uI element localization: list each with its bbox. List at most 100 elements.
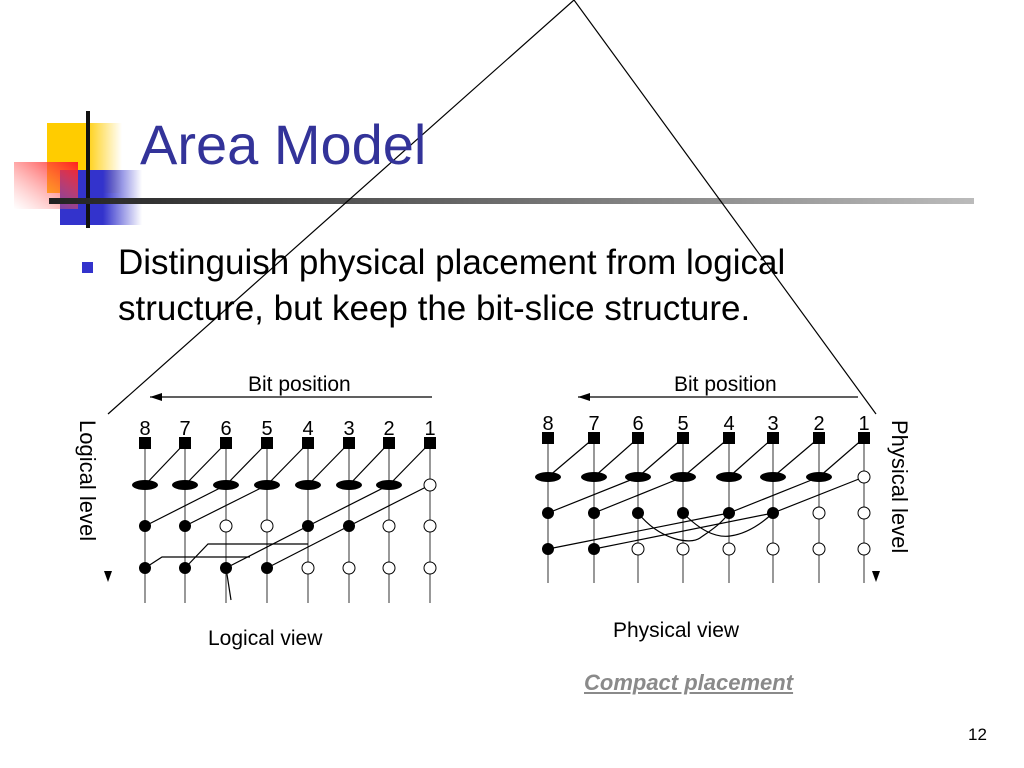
physical-bit-number: 8 [542, 413, 553, 435]
compact-placement-link[interactable]: Compact placement [584, 670, 794, 695]
physical-wire [547, 476, 639, 514]
page-number: 12 [968, 725, 987, 744]
logical-wire [184, 442, 227, 486]
title-underline [49, 198, 974, 204]
physical-wire [728, 437, 774, 478]
logical-adder-node [132, 480, 158, 490]
physical-wire [547, 512, 730, 550]
physical-filled-node [542, 507, 554, 519]
logical-bit-position-label: Bit position [248, 373, 351, 396]
physical-filled-node [677, 507, 689, 519]
logical-adder-node [376, 480, 402, 490]
physical-wire [637, 437, 684, 478]
logical-filled-node [343, 520, 355, 532]
bullet-text: Distinguish physical placement from logi… [118, 243, 786, 328]
logical-filled-node [220, 562, 232, 574]
logical-filled-node [139, 520, 151, 532]
physical-empty-node [676, 542, 690, 556]
undefined [573, 0, 877, 415]
physical-curved-wire [682, 512, 774, 537]
logical-empty-node [382, 519, 396, 533]
physical-wire [547, 437, 595, 478]
physical-empty-node [857, 470, 871, 484]
logical-empty-node [423, 519, 437, 533]
physical-wire [728, 476, 820, 514]
page-title: Area Model [140, 113, 427, 176]
physical-wire [818, 437, 865, 478]
logical-adder-node [295, 480, 321, 490]
physical-wire [682, 437, 730, 478]
logical-filled-node [179, 520, 191, 532]
logical-wire [184, 543, 308, 569]
logical-wire [144, 484, 227, 527]
physical-adder-node [625, 472, 651, 482]
logical-wire [144, 556, 250, 569]
logical-empty-node [260, 519, 274, 533]
physical-filled-node [588, 507, 600, 519]
logical-empty-node [423, 478, 437, 492]
physical-bit-arrow-head [578, 393, 590, 401]
logical-empty-node [219, 519, 233, 533]
logical-bit-number: 8 [139, 418, 150, 440]
physical-wire [593, 437, 639, 478]
logical-adder-node [336, 480, 362, 490]
logical-filled-node [302, 520, 314, 532]
physical-empty-node [812, 542, 826, 556]
physical-wire [772, 476, 865, 514]
logical-wire [184, 484, 268, 527]
physical-level-arrow-head [872, 571, 880, 582]
logical-bit-number: 3 [343, 418, 354, 440]
logical-wire [348, 442, 390, 486]
physical-empty-node [857, 506, 871, 520]
physical-filled-node [767, 507, 779, 519]
physical-adder-node [670, 472, 696, 482]
logical-wire [348, 484, 431, 527]
logical-wire [225, 442, 268, 486]
logical-adder-node [254, 480, 280, 490]
logical-bit-number: 6 [220, 418, 231, 440]
physical-bit-position-label: Bit position [674, 373, 777, 396]
logical-bit-number: 4 [302, 418, 313, 440]
logical-input-square [139, 437, 151, 449]
physical-filled-node [542, 543, 554, 555]
physical-adder-node [581, 472, 607, 482]
physical-bit-number: 5 [677, 413, 688, 435]
logical-empty-node [423, 561, 437, 575]
logical-wire [266, 442, 309, 486]
logical-empty-node [382, 561, 396, 575]
physical-adder-node [716, 472, 742, 482]
logical-bit-number: 7 [179, 418, 190, 440]
logical-filled-node [179, 562, 191, 574]
logical-empty-node [342, 561, 356, 575]
physical-filled-node [723, 507, 735, 519]
undefined [107, 0, 575, 415]
physical-bit-number: 4 [723, 413, 734, 435]
physical-empty-node [722, 542, 736, 556]
physical-adder-node [760, 472, 786, 482]
logical-wire [225, 525, 309, 569]
logical-filled-node [139, 562, 151, 574]
physical-wire [772, 437, 820, 478]
logical-wire [388, 442, 431, 486]
logical-adder-node [172, 480, 198, 490]
logical-view-caption: Logical view [208, 627, 323, 650]
logical-level-label: Logical level [75, 420, 100, 542]
logical-adder-node [213, 480, 239, 490]
logical-wire [144, 442, 186, 486]
physical-empty-node [766, 542, 780, 556]
logical-wire [266, 525, 350, 569]
physical-adder-node [535, 472, 561, 482]
physical-empty-node [631, 542, 645, 556]
logical-filled-node [261, 562, 273, 574]
physical-input-square [542, 432, 554, 444]
physical-adder-node [806, 472, 832, 482]
physical-filled-node [632, 507, 644, 519]
logical-bit-number: 2 [383, 418, 394, 440]
bullet-square-icon [82, 262, 93, 273]
physical-empty-node [812, 506, 826, 520]
logical-wire [307, 442, 350, 486]
physical-bit-number: 2 [813, 413, 824, 435]
logical-wire [307, 484, 390, 527]
